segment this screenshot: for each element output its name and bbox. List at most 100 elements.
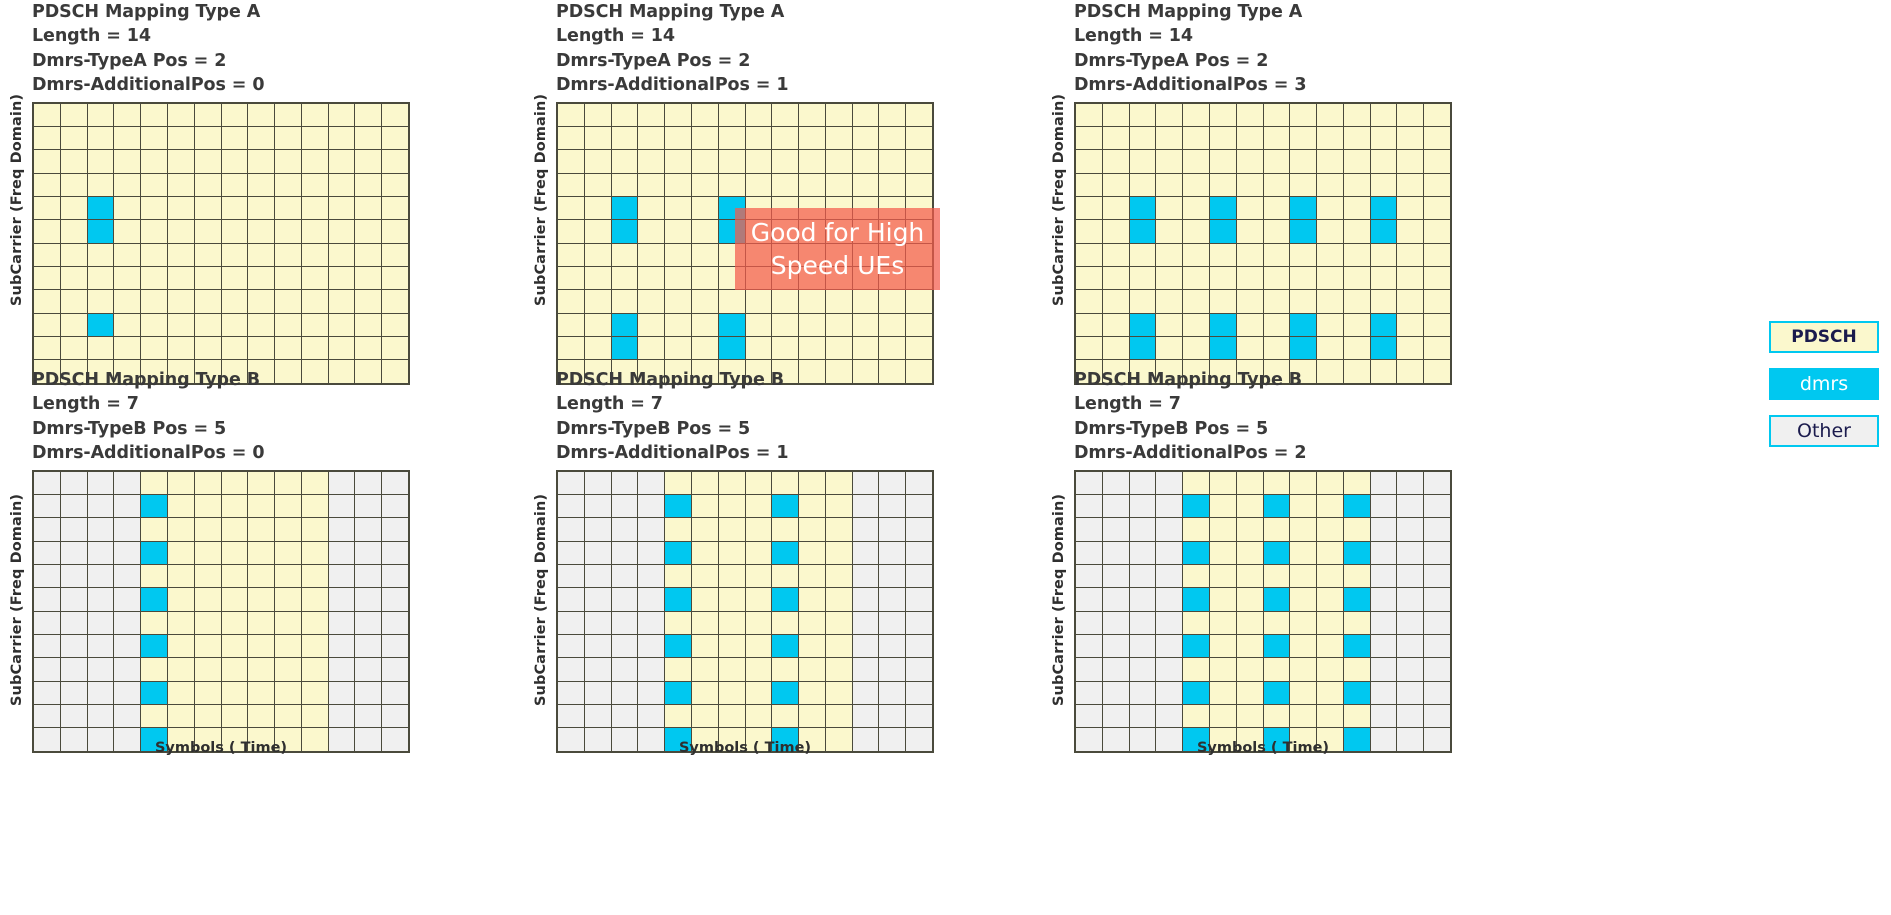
grid-cell-pdsch: [825, 611, 852, 634]
grid-cell-other: [1156, 471, 1183, 494]
grid-cell-other: [879, 518, 906, 541]
grid-cell-other: [87, 564, 114, 588]
grid-cell-pdsch: [1102, 150, 1129, 173]
caption-line: PDSCH Mapping Type A: [1074, 2, 1303, 22]
grid-cell-pdsch: [1317, 336, 1343, 360]
grid-cell-other: [558, 541, 584, 564]
grid-cell-pdsch: [745, 313, 772, 336]
grid-cell-pdsch: [1424, 360, 1450, 383]
legend-label: PDSCH: [1791, 327, 1857, 347]
grid-cell-pdsch: [638, 360, 665, 383]
resource-grid[interactable]: [556, 469, 934, 753]
grid-cell-pdsch: [799, 588, 825, 611]
grid-cell-pdsch: [1317, 360, 1343, 383]
grid-cell-pdsch: [638, 266, 665, 290]
grid-cell-pdsch: [34, 103, 60, 126]
grid-cell-dmrs: [1263, 588, 1290, 611]
grid-cell-pdsch: [275, 336, 301, 360]
grid-cell-pdsch: [167, 266, 194, 290]
grid-cell-dmrs: [1183, 681, 1209, 704]
grid-cell-pdsch: [1076, 126, 1102, 150]
grid-cell-pdsch: [718, 290, 745, 313]
grid-cell-other: [638, 494, 665, 518]
grid-cell-pdsch: [1236, 658, 1263, 681]
grid-cell-pdsch: [60, 290, 87, 313]
x-axis-label: Symbols ( Time): [1196, 740, 1330, 756]
grid-cell-pdsch: [1317, 196, 1343, 220]
grid-cell-other: [558, 704, 584, 728]
grid-cell-pdsch: [1424, 196, 1450, 220]
grid-cell-pdsch: [141, 266, 167, 290]
grid-cell-pdsch: [558, 243, 584, 266]
grid-cell-pdsch: [141, 471, 167, 494]
grid-cell-pdsch: [60, 360, 87, 383]
grid-cell-other: [87, 494, 114, 518]
grid-cell-pdsch: [1183, 150, 1209, 173]
grid-cell-pdsch: [745, 290, 772, 313]
y-axis-label: SubCarrier (Freq Domain): [533, 493, 549, 706]
grid-cell-other: [611, 471, 638, 494]
grid-cell-pdsch: [382, 126, 408, 150]
grid-cell-pdsch: [1290, 588, 1317, 611]
grid-cell-other: [611, 518, 638, 541]
grid-cell-other: [852, 658, 879, 681]
legend-item-pdsch[interactable]: PDSCH: [1769, 321, 1879, 353]
grid-cell-pdsch: [194, 611, 221, 634]
grid-cell-dmrs: [665, 494, 691, 518]
grid-cell-other: [879, 588, 906, 611]
grid-cell-pdsch: [718, 704, 745, 728]
grid-cell-pdsch: [301, 243, 328, 266]
grid-cell-pdsch: [1236, 126, 1263, 150]
grid-cell-other: [1370, 704, 1397, 728]
resource-grid[interactable]: [32, 469, 410, 753]
grid-cell-other: [1129, 611, 1156, 634]
grid-cell-pdsch: [638, 313, 665, 336]
grid-cell-pdsch: [1156, 126, 1183, 150]
grid-cell-pdsch: [825, 290, 852, 313]
grid-cell-pdsch: [1317, 541, 1343, 564]
grid-cell-other: [1102, 681, 1129, 704]
panel-type-b-addpos-1: PDSCH Mapping Type B Length = 7 Dmrs-Typ…: [556, 368, 934, 753]
grid-cell-pdsch: [825, 313, 852, 336]
grid-cell-dmrs: [772, 728, 799, 751]
grid-cell-other: [1397, 541, 1424, 564]
grid-cell-pdsch: [825, 150, 852, 173]
panel-caption: PDSCH Mapping Type B Length = 7 Dmrs-Typ…: [32, 368, 410, 466]
grid-cell-pdsch: [301, 471, 328, 494]
caption-line: Dmrs-AdditionalPos = 2: [1074, 443, 1307, 464]
grid-cell-pdsch: [852, 103, 879, 126]
grid-cell-pdsch: [772, 290, 799, 313]
grid-cell-other: [638, 541, 665, 564]
grid-cell-pdsch: [665, 243, 691, 266]
grid-cell-other: [60, 564, 87, 588]
legend-item-dmrs[interactable]: dmrs: [1769, 368, 1879, 400]
resource-grid[interactable]: [32, 101, 410, 385]
legend-item-other[interactable]: Other: [1769, 415, 1879, 447]
grid-cell-other: [1424, 611, 1450, 634]
grid-cell-pdsch: [1263, 611, 1290, 634]
caption-line: Length = 14: [1074, 26, 1193, 47]
grid-cell-pdsch: [275, 681, 301, 704]
grid-cell-other: [87, 541, 114, 564]
grid-cell-pdsch: [691, 266, 718, 290]
grid-cell-other: [1370, 494, 1397, 518]
grid-cell-pdsch: [879, 150, 906, 173]
grid-cell-other: [852, 564, 879, 588]
grid-cell-other: [906, 518, 932, 541]
grid-cell-pdsch: [1424, 313, 1450, 336]
grid-cell-pdsch: [355, 266, 382, 290]
grid-cell-pdsch: [167, 634, 194, 658]
grid-cell-pdsch: [745, 471, 772, 494]
grid-cell-pdsch: [221, 658, 248, 681]
grid-cell-other: [1424, 634, 1450, 658]
grid-cell-other: [34, 611, 60, 634]
grid-cell-pdsch: [301, 266, 328, 290]
grid-cell-other: [328, 471, 355, 494]
legend: PDSCH dmrs Other: [1769, 321, 1879, 462]
grid-cell-pdsch: [1209, 290, 1236, 313]
resource-grid[interactable]: [1074, 469, 1452, 753]
grid-cell-pdsch: [301, 518, 328, 541]
grid-cell-pdsch: [1183, 103, 1209, 126]
resource-grid[interactable]: [1074, 101, 1452, 385]
grid-cell-pdsch: [1102, 266, 1129, 290]
